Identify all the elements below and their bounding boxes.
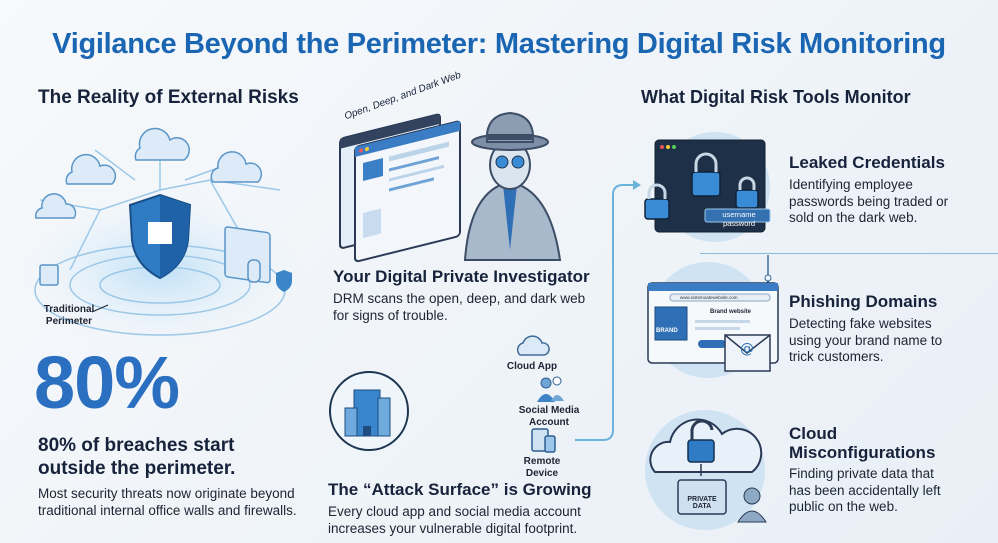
surface-body: Every cloud app and social media account… — [328, 504, 581, 536]
phishing-url-text: www.sistemoatewebsite.com — [680, 295, 738, 300]
browser-windows-illustration — [339, 113, 461, 263]
stat-value: 80% — [34, 341, 180, 424]
stat-headline: 80% of breaches start outside the perime… — [38, 435, 236, 479]
stat-body: Most security threats now originate beyo… — [38, 486, 297, 518]
phishing-domains-title: Phishing Domains — [789, 292, 938, 311]
office-building-icon — [329, 371, 409, 451]
svg-text:@: @ — [740, 341, 754, 357]
investigator-title: Your Digital Private Investigator — [333, 267, 590, 286]
social-media-icon — [537, 376, 564, 402]
surface-item-remote-device: Remote Device — [523, 456, 561, 479]
private-data-label: PRIVATE DATA — [687, 496, 717, 510]
page-title: Vigilance Beyond the Perimeter: Masterin… — [52, 28, 946, 60]
surface-title: The “Attack Surface” is Growing — [328, 480, 592, 499]
phishing-domains-illustration: @ — [647, 255, 779, 378]
cloud-app-icon — [516, 335, 550, 356]
remote-device-icon — [531, 428, 556, 453]
divider — [700, 253, 998, 254]
phishing-domains-body: Detecting fake websites using your brand… — [789, 316, 943, 364]
connector-arrow — [575, 180, 641, 441]
section-heading-external-risks: The Reality of External Risks — [38, 87, 299, 108]
leaked-credentials-body: Identifying employee passwords being tra… — [789, 177, 949, 225]
surface-item-social-media: Social Media Account — [518, 405, 580, 428]
brand-label: BRAND — [656, 328, 678, 334]
brand-website-text: Brand website — [710, 309, 752, 315]
credentials-field-text: username password — [722, 210, 756, 228]
leaked-credentials-title: Leaked Credentials — [789, 153, 945, 172]
cloud-misconfig-body: Finding private data that has been accid… — [789, 466, 941, 514]
leaked-credentials-illustration — [644, 132, 771, 242]
perimeter-network-illustration — [10, 127, 310, 350]
section-heading-tools-monitor: What Digital Risk Tools Monitor — [641, 87, 911, 107]
traditional-perimeter-label: Traditional Perimeter — [43, 304, 95, 327]
surface-item-cloud-app: Cloud App — [506, 361, 558, 372]
cloud-misconfig-title: Cloud Misconfigurations — [789, 424, 936, 462]
investigator-body: DRM scans the open, deep, and dark web f… — [333, 291, 586, 323]
cloud-misconfig-illustration — [645, 410, 767, 530]
detective-icon — [463, 111, 562, 261]
